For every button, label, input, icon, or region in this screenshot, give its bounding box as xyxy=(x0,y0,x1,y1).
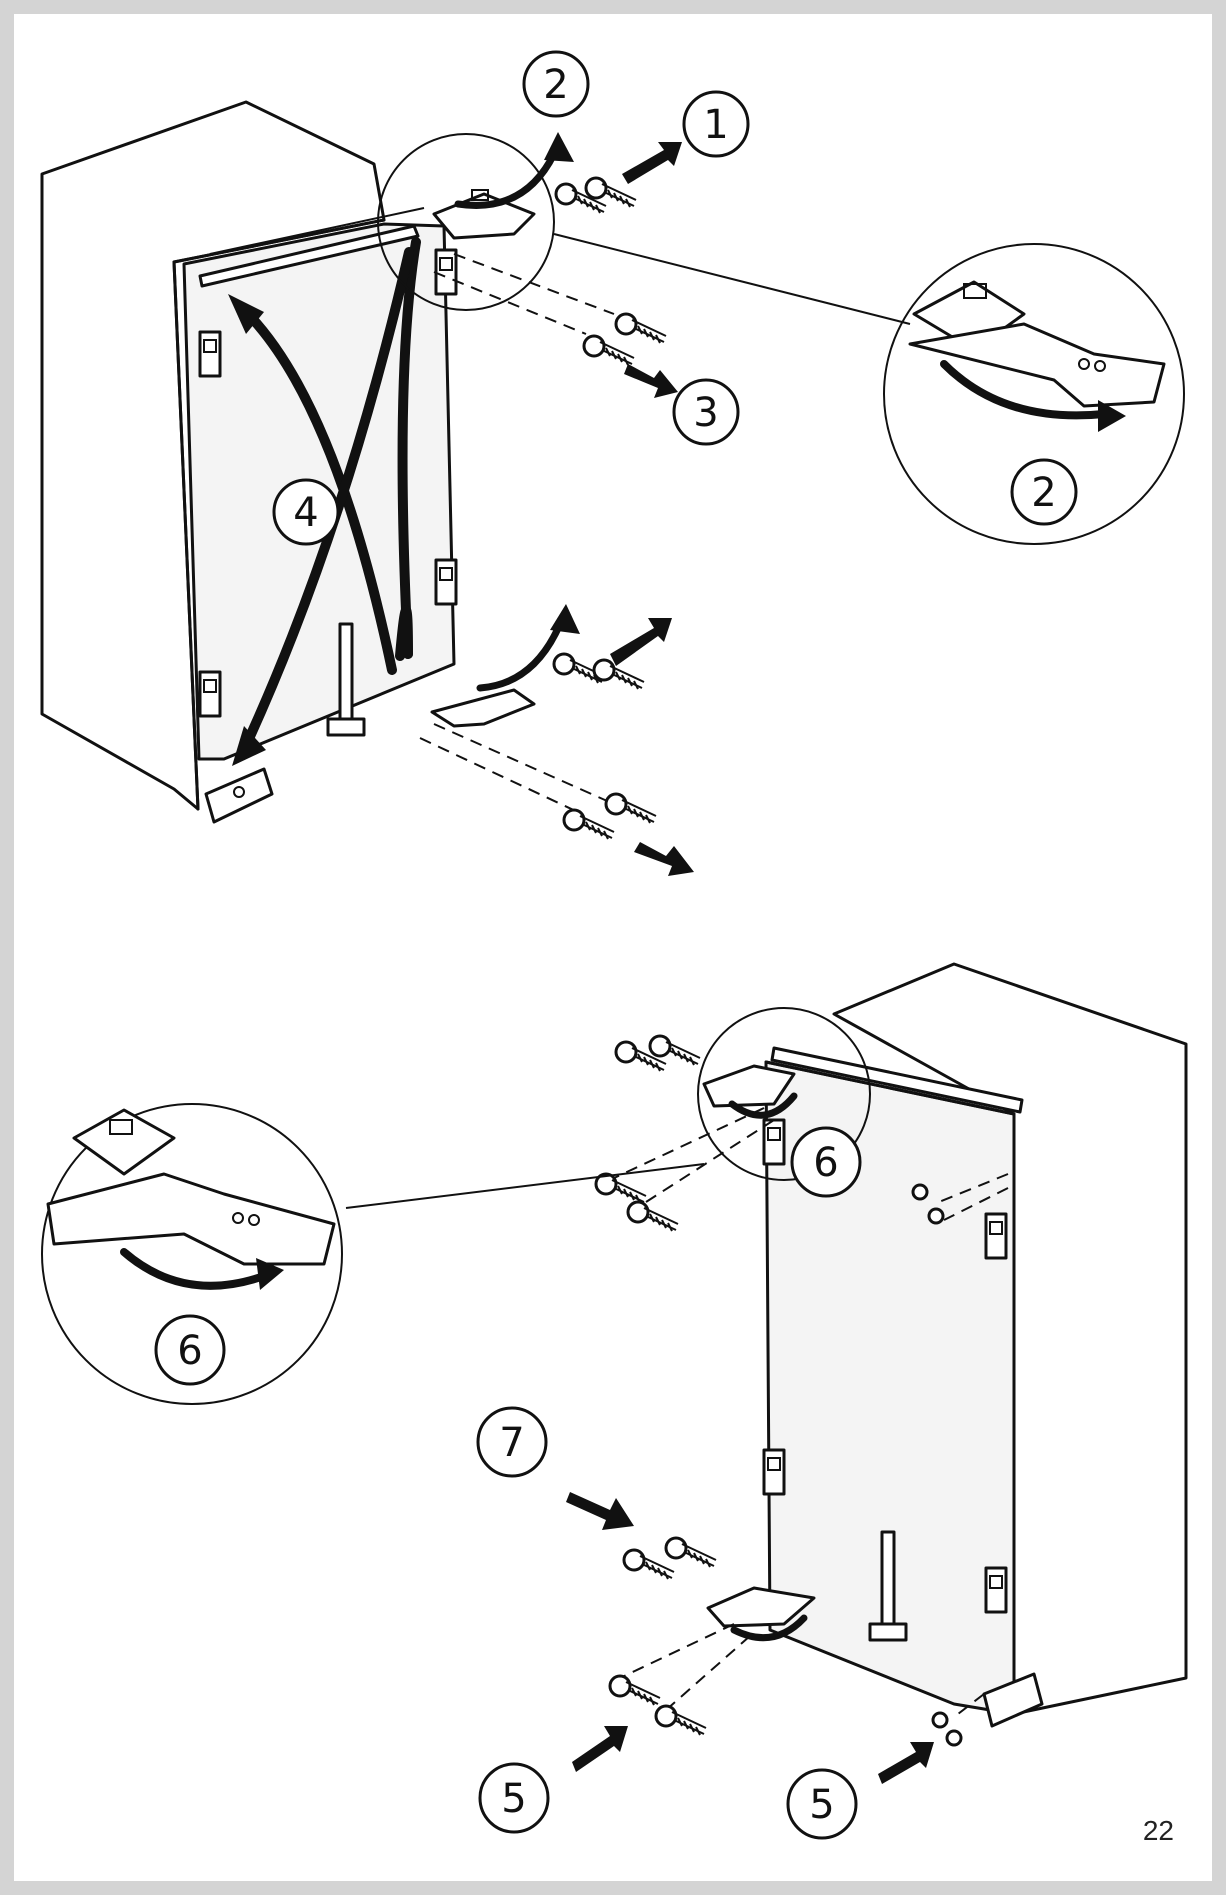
step-label-7: 7 xyxy=(476,1406,548,1478)
fridge-bottom-illustration xyxy=(566,962,1188,1784)
step-label-2-detail: 2 xyxy=(1010,458,1078,526)
step-label-5-right: 5 xyxy=(786,1768,858,1840)
manual-page: 2 1 3 4 2 6 6 7 5 5 22 xyxy=(14,14,1212,1881)
svg-text:2: 2 xyxy=(543,62,568,108)
svg-text:2: 2 xyxy=(1031,470,1056,516)
svg-text:7: 7 xyxy=(499,1420,524,1466)
fridge-top-illustration xyxy=(40,100,694,876)
detail-bottom-hinge xyxy=(41,1103,705,1405)
svg-text:5: 5 xyxy=(809,1782,834,1828)
step-label-6-top: 6 xyxy=(790,1126,862,1198)
svg-text:5: 5 xyxy=(501,1776,526,1822)
svg-text:1: 1 xyxy=(703,102,728,148)
step-label-5-left: 5 xyxy=(478,1762,550,1834)
svg-text:3: 3 xyxy=(693,390,718,436)
page-number: 22 xyxy=(1142,1815,1174,1846)
svg-text:6: 6 xyxy=(813,1140,838,1186)
step-label-4: 4 xyxy=(272,478,340,546)
step-label-6-detail: 6 xyxy=(154,1314,226,1386)
hinge-reversal-diagram: 2 1 3 4 2 6 6 7 5 5 xyxy=(40,50,1188,1840)
step-label-3: 3 xyxy=(672,378,740,446)
detail-top-hinge xyxy=(553,233,1185,545)
svg-text:4: 4 xyxy=(293,490,318,536)
svg-text:6: 6 xyxy=(177,1328,202,1374)
step-label-2-top: 2 xyxy=(522,50,590,118)
step-label-1: 1 xyxy=(682,90,750,158)
